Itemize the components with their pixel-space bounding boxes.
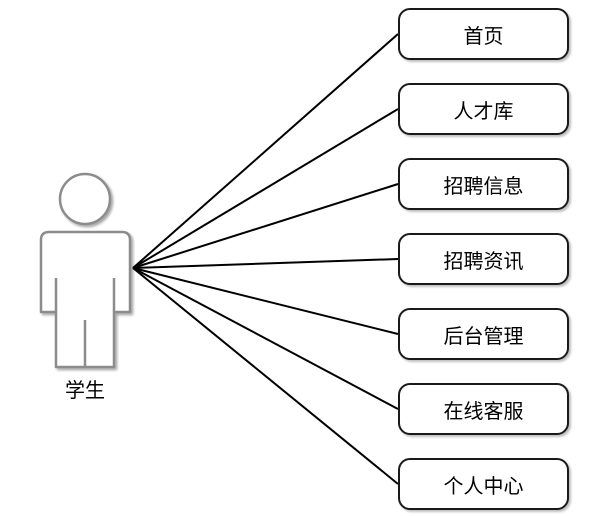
association-line xyxy=(132,33,399,269)
use-case-talent-pool[interactable]: 人才库 xyxy=(398,83,569,135)
user-actor-icon xyxy=(39,172,132,369)
use-case-job-postings[interactable]: 招聘信息 xyxy=(398,158,569,210)
use-case-label: 人才库 xyxy=(453,98,514,123)
use-case-admin-backend[interactable]: 后台管理 xyxy=(398,308,569,360)
use-case-label: 首页 xyxy=(463,23,504,48)
use-case-label: 招聘资讯 xyxy=(443,248,524,273)
association-lines xyxy=(132,33,399,485)
actor-body xyxy=(39,230,132,369)
use-case-home[interactable]: 首页 xyxy=(398,8,569,60)
association-line xyxy=(132,267,399,485)
use-case-personal-center[interactable]: 个人中心 xyxy=(398,458,569,510)
actor-label: 学生 xyxy=(65,378,105,402)
association-line xyxy=(132,108,399,269)
use-case-recruitment-news[interactable]: 招聘资讯 xyxy=(398,233,569,285)
association-line xyxy=(132,183,399,269)
association-line xyxy=(132,258,399,269)
actor-head xyxy=(58,172,112,226)
association-line xyxy=(132,267,399,410)
use-case-label: 后台管理 xyxy=(443,323,524,348)
use-case-online-support[interactable]: 在线客服 xyxy=(398,383,569,435)
use-case-label: 个人中心 xyxy=(443,473,524,498)
association-line xyxy=(132,267,399,335)
use-case-label: 在线客服 xyxy=(443,398,524,423)
use-case-label: 招聘信息 xyxy=(443,173,524,198)
